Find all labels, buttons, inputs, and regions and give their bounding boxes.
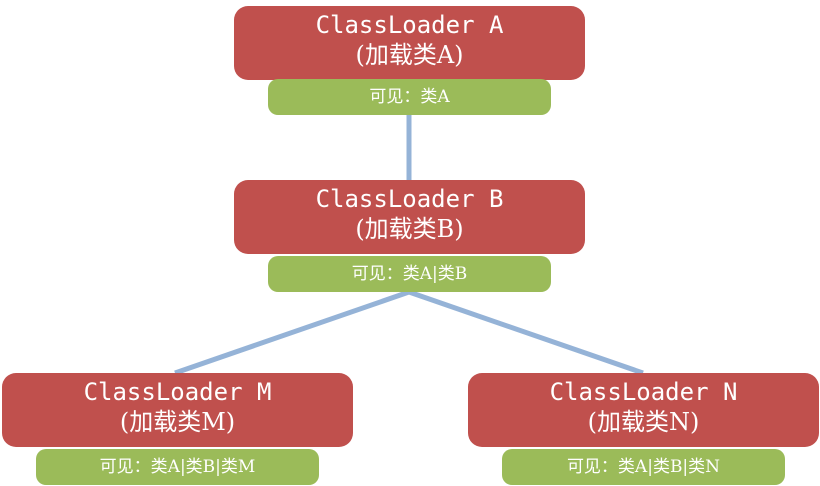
classloader-m-loads: (加载类M) [119, 408, 236, 436]
classloader-b-name: ClassLoader B [315, 185, 504, 213]
classloader-n-box: ClassLoader N (加载类N) [468, 373, 819, 447]
classloader-b-loads: (加载类B) [355, 215, 464, 243]
classloader-n-visible: 可见：类A|类B|类N [502, 449, 785, 485]
edge-b-to-n [408, 289, 644, 376]
classloader-n-loads: (加载类N) [587, 408, 700, 436]
classloader-a-loads: (加载类A) [355, 41, 464, 69]
classloader-m-box: ClassLoader M (加载类M) [2, 373, 353, 447]
classloader-b-visible: 可见：类A|类B [268, 256, 551, 292]
classloader-m-name: ClassLoader M [83, 378, 272, 406]
classloader-b-box: ClassLoader B (加载类B) [234, 180, 585, 254]
classloader-m-visible: 可见：类A|类B|类M [36, 449, 319, 485]
classloader-a-visible: 可见：类A [268, 79, 551, 115]
classloader-n-name: ClassLoader N [549, 378, 738, 406]
classloader-a-box: ClassLoader A (加载类A) [234, 6, 585, 80]
edge-b-to-m [174, 289, 410, 376]
classloader-a-name: ClassLoader A [315, 11, 504, 39]
